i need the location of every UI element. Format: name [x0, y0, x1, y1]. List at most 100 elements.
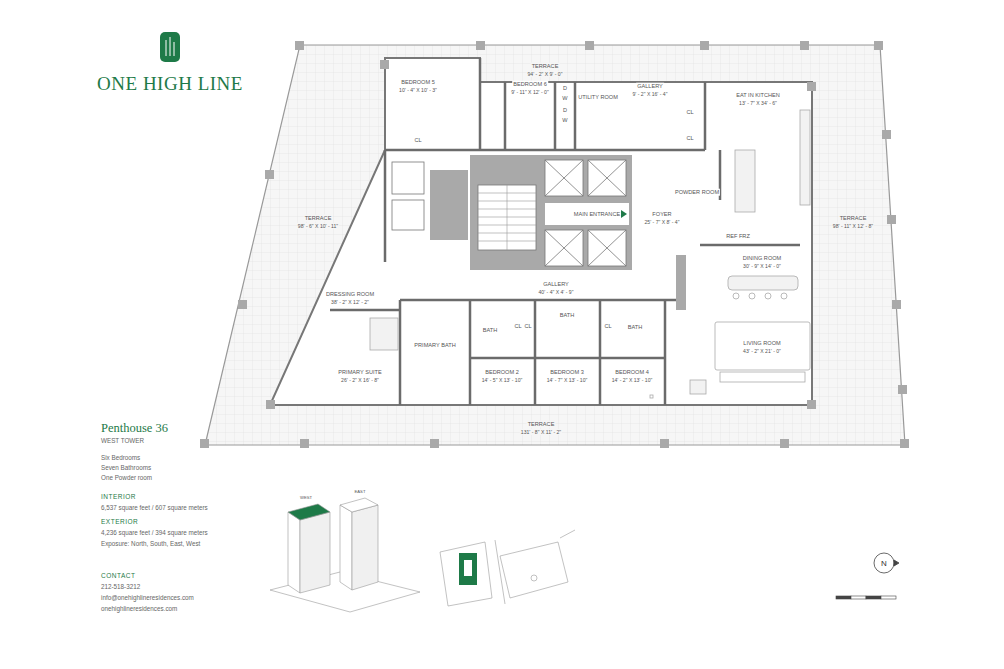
columns-rect — [585, 41, 594, 50]
terrace-dimension: 98' - 11" X 12' - 8" — [832, 223, 874, 229]
furniture — [370, 110, 810, 398]
room-name: GALLERY — [636, 83, 664, 90]
room-dimension: 9' - 2" X 16' - 4" — [631, 91, 668, 97]
terrace-name: TERRACE — [527, 421, 556, 428]
furniture-rect — [735, 150, 755, 212]
furniture-rect — [715, 322, 810, 370]
columns-rect — [780, 439, 789, 448]
room-name: DINING ROOM — [742, 255, 783, 262]
info-text: WEST TOWER — [100, 437, 145, 444]
room-dimension: 38' - 2" X 12' - 2" — [330, 299, 370, 305]
room-dimension: 14' - 2" X 13' - 10" — [611, 377, 654, 383]
room-name: BEDROOM 3 — [549, 369, 585, 376]
info-text: onehighlineresidences.com — [100, 605, 178, 612]
core-rect — [470, 155, 632, 270]
room-name: REF FRZ — [725, 233, 751, 240]
tower-axonometric-polygon — [300, 512, 330, 593]
columns-rect — [295, 41, 304, 50]
room-name: DRESSING ROOM — [325, 291, 375, 298]
scale-bar-rect — [866, 596, 881, 599]
site-plan-line — [495, 540, 505, 604]
tower-axonometric-polygon — [352, 505, 378, 590]
walls-line — [504, 82, 507, 150]
compass-circle — [874, 553, 894, 573]
logo-icon-line — [174, 42, 175, 56]
walls-line — [700, 244, 800, 247]
info-text: 212-518-3212 — [100, 583, 141, 590]
room-name: BATH — [627, 324, 644, 331]
furniture-circle — [765, 293, 771, 299]
logo-icon-line — [166, 40, 167, 56]
room-name: PRIMARY SUITE — [337, 369, 382, 376]
walls-line — [479, 58, 482, 150]
walls-line — [704, 82, 707, 150]
walls-line — [384, 150, 387, 262]
elevators-g-path — [588, 230, 626, 266]
logo-icon-rect — [160, 32, 180, 62]
terrace-name: TERRACE — [839, 215, 868, 222]
room-dimension: 10' - 4" X 10' - 3" — [398, 87, 438, 93]
info-heading: EXTERIOR — [100, 518, 139, 526]
furniture-rect — [720, 372, 805, 382]
elevators-g — [588, 160, 626, 196]
scale-bar — [836, 596, 896, 599]
tower-axonometric-polygon — [340, 498, 378, 512]
columns-rect — [800, 41, 809, 50]
core-g-line — [507, 185, 508, 250]
walls-line — [469, 300, 472, 405]
room-name: CL — [685, 109, 694, 116]
logo-icon — [160, 32, 180, 62]
room-name: W — [561, 117, 568, 124]
furniture-rect — [650, 395, 653, 398]
info-text: One Powder room — [100, 474, 153, 481]
columns-rect — [898, 385, 907, 394]
furniture-rect — [690, 380, 706, 394]
site-plan-polygon — [440, 542, 492, 606]
core-rect — [545, 203, 629, 225]
room-name: BEDROOM 2 — [484, 369, 520, 376]
room-name: BATH — [482, 327, 499, 334]
room-name: LIVING ROOM — [742, 340, 781, 347]
furniture-rect — [676, 255, 686, 310]
core-polygon — [621, 210, 627, 218]
terrace-name: TERRACE — [531, 63, 560, 70]
room-dimension: 14' - 5" X 13' - 10" — [481, 377, 524, 383]
room-name: CL — [685, 135, 694, 142]
columns-rect — [380, 60, 389, 69]
terrace-dimension: 94' - 2" X 9' - 0" — [526, 71, 563, 77]
elevators-g-path — [545, 230, 583, 266]
scale-bar-rect — [836, 596, 851, 599]
walls-line — [554, 82, 557, 150]
room-name: PRIMARY BATH — [413, 342, 456, 349]
room-name: CL — [413, 137, 422, 144]
terrace-dimension: 131' - 8" X 11' - 2" — [520, 429, 562, 435]
site-plan-circle — [531, 575, 537, 581]
elevators-g — [588, 230, 626, 266]
elevators — [545, 160, 626, 266]
core-rect — [478, 185, 536, 250]
site-plan — [440, 530, 575, 606]
tower-label: WEST — [299, 495, 313, 500]
furniture-rect — [728, 276, 798, 290]
room-dimension: 43' - 2" X 21' - 0" — [742, 348, 782, 354]
walls-line — [470, 357, 665, 360]
room-name: D — [562, 107, 568, 114]
brand-title: ONE HIGH LINE — [97, 74, 243, 93]
terrace-dimension: 98' - 6" X 10' - 11" — [297, 223, 339, 229]
columns-rect — [700, 41, 709, 50]
columns-rect — [900, 439, 909, 448]
site-plan-rect — [464, 560, 472, 576]
elevators-g-rect — [588, 230, 626, 266]
walls-line — [599, 300, 602, 405]
walls-line — [534, 300, 537, 405]
columns-rect — [266, 400, 275, 409]
room-name: FOYER — [651, 211, 672, 218]
columns — [200, 41, 909, 448]
room-name: D — [562, 85, 568, 92]
tower-axonometric — [270, 498, 420, 612]
info-heading: CONTACT — [100, 572, 136, 580]
elevators-g — [545, 230, 583, 266]
room-name: W — [561, 95, 568, 102]
compass-polygon — [894, 560, 899, 566]
